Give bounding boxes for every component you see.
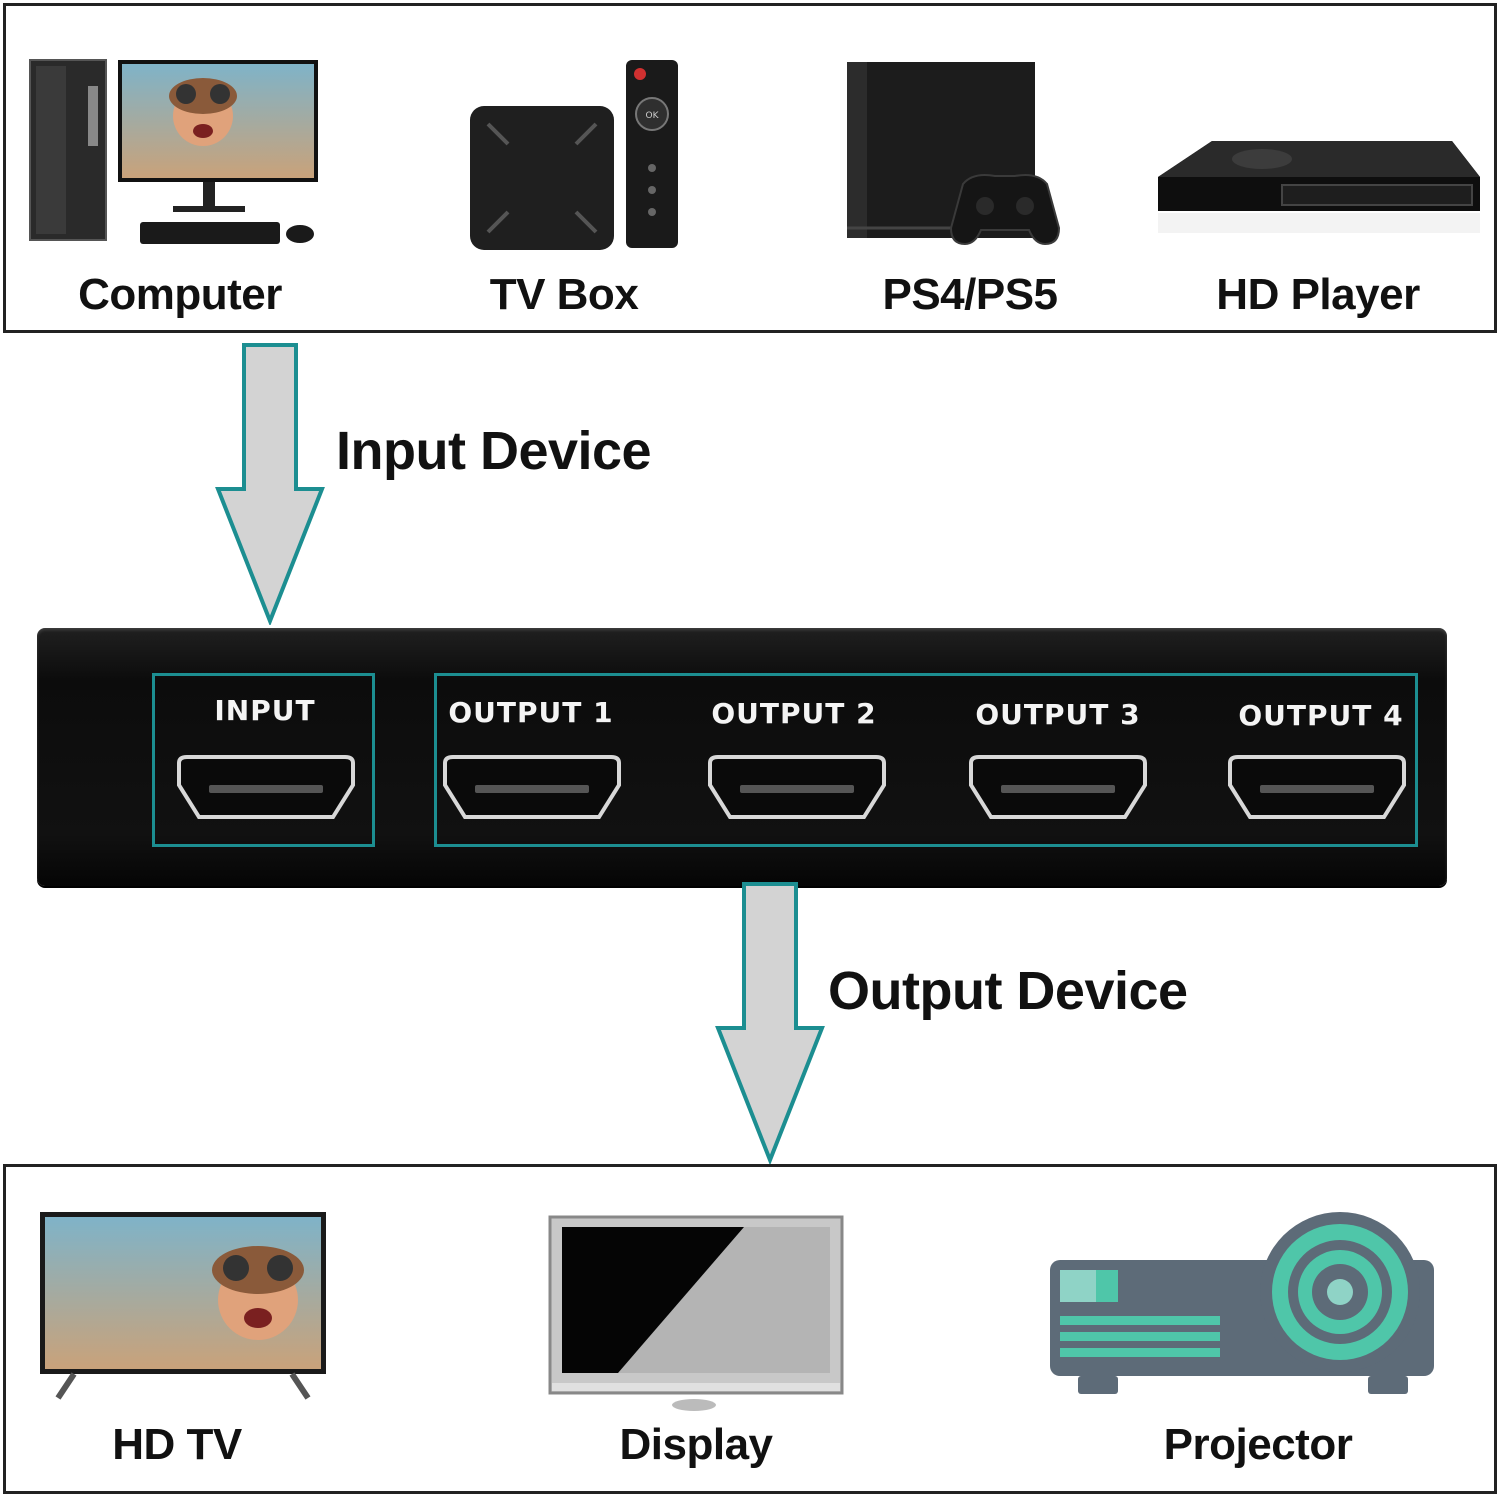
port-label-output-4: OUTPUT 4 bbox=[1238, 699, 1404, 732]
tv-box-icon: OK bbox=[470, 60, 678, 250]
computer-icon bbox=[29, 59, 318, 244]
device-label-hd-tv: HD TV bbox=[112, 1420, 242, 1469]
output-device-label: Output Device bbox=[828, 961, 1188, 1021]
hdmi-port-output-2 bbox=[708, 755, 886, 819]
hdmi-port-output-1 bbox=[443, 755, 621, 819]
projector-icon bbox=[1050, 1212, 1434, 1394]
hdmi-port-input bbox=[177, 755, 355, 819]
device-label-projector: Projector bbox=[1163, 1420, 1353, 1469]
input-device-label: Input Device bbox=[336, 421, 652, 481]
down-arrow-icon bbox=[715, 882, 825, 1164]
device-label-display: Display bbox=[619, 1420, 773, 1469]
device-label-tv-box: TV Box bbox=[489, 270, 639, 319]
port-label-output-3: OUTPUT 3 bbox=[975, 698, 1141, 731]
hd-player-icon bbox=[1158, 141, 1480, 233]
port-label-output-1: OUTPUT 1 bbox=[448, 696, 614, 729]
hdmi-port-output-4 bbox=[1228, 755, 1406, 819]
device-label-hd-player: HD Player bbox=[1216, 270, 1420, 319]
device-label-computer: Computer bbox=[78, 270, 282, 319]
down-arrow-icon bbox=[215, 343, 325, 625]
port-label-input: INPUT bbox=[214, 694, 316, 727]
hdmi-port-output-3 bbox=[969, 755, 1147, 819]
device-label-ps4-ps5: PS4/PS5 bbox=[882, 270, 1058, 319]
svg-text:OK: OK bbox=[646, 111, 660, 121]
display-icon bbox=[548, 1215, 844, 1411]
game-console-icon bbox=[847, 62, 1061, 246]
port-label-output-2: OUTPUT 2 bbox=[711, 697, 877, 730]
output-port-group bbox=[434, 673, 1418, 847]
hd-tv-icon bbox=[40, 1212, 326, 1400]
input-port-group bbox=[152, 673, 375, 847]
